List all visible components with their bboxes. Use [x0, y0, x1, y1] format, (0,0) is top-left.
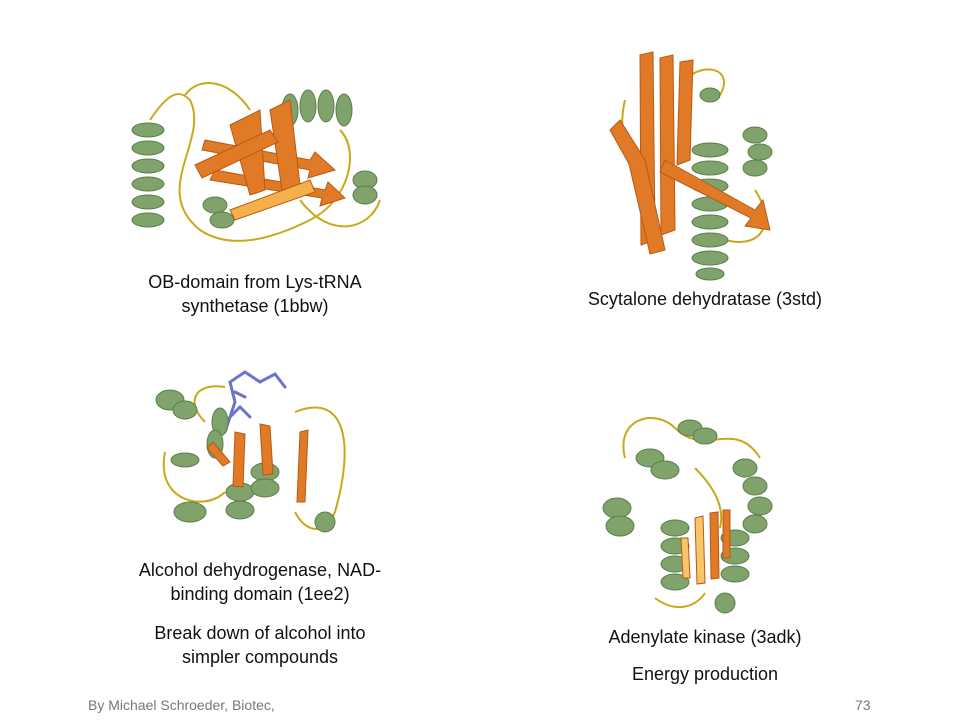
caption-line: OB-domain from Lys-tRNA: [148, 272, 362, 292]
note-line: Energy production: [631, 664, 779, 684]
caption-line: Adenylate kinase (3adk): [608, 627, 802, 647]
caption-line: synthetase (1bbw): [181, 296, 329, 316]
protein-ribbon-structure-icon: [131, 82, 381, 242]
caption-line: Alcohol dehydrogenase, NAD-: [138, 560, 382, 580]
note-1ee2: Break down of alcohol into simpler compo…: [100, 621, 420, 669]
structure-image-3std: [605, 40, 790, 285]
nad-ligand-icon: [223, 370, 287, 434]
protein-ribbon-structure-icon: [602, 417, 773, 614]
caption-1ee2: Alcohol dehydrogenase, NAD- binding doma…: [100, 558, 420, 606]
protein-ribbon-structure-icon: [155, 370, 346, 533]
caption-3std: Scytalone dehydratase (3std): [545, 287, 865, 311]
structure-image-3adk: [595, 398, 785, 618]
page-number: 73: [855, 697, 871, 713]
note-line: simpler compounds: [181, 647, 339, 667]
note-3adk: Energy production: [545, 662, 865, 686]
footer-author: By Michael Schroeder, Biotec,: [88, 697, 275, 713]
note-line: Break down of alcohol into: [154, 623, 366, 643]
caption-line: Scytalone dehydratase (3std): [587, 289, 823, 309]
structure-image-1ee2: [145, 362, 360, 542]
caption-line: binding domain (1ee2): [170, 584, 350, 604]
caption-1bbw: OB-domain from Lys-tRNA synthetase (1bbw…: [95, 270, 415, 318]
structure-image-1bbw: [110, 70, 400, 260]
caption-3adk: Adenylate kinase (3adk): [545, 625, 865, 649]
protein-ribbon-structure-icon: [609, 51, 773, 281]
